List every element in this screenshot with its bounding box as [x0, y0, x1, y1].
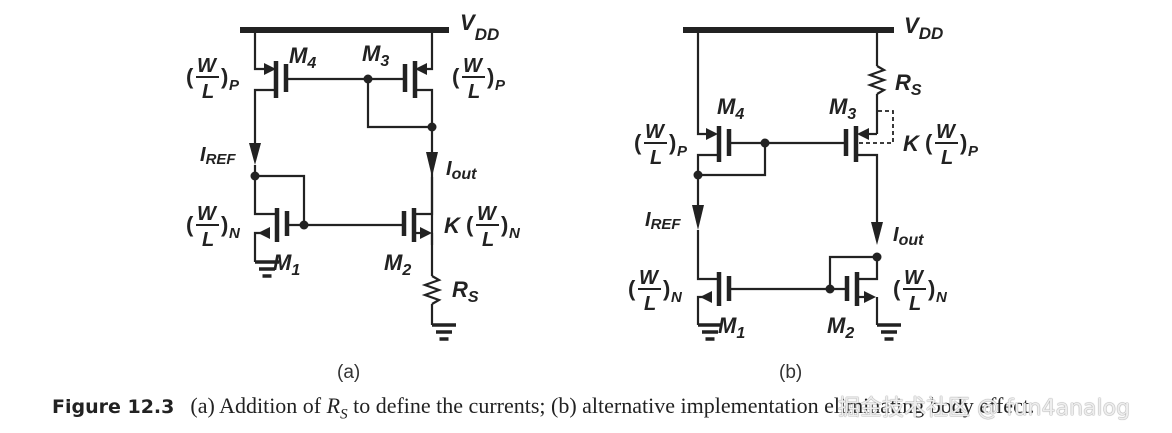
transistor-m3-a	[402, 30, 434, 245]
watermark: 掘金技术社区 @ fun4analog	[838, 396, 1131, 421]
svg-text:N: N	[509, 225, 521, 242]
svg-text:(: (	[466, 212, 474, 237]
source-arrow-icon	[264, 63, 276, 75]
source-arrow-icon	[700, 291, 712, 303]
wl-label-m1-a: ( W L ) N	[186, 203, 241, 251]
iref-label-a: IREF	[200, 144, 236, 168]
m2-label-a: M2	[384, 250, 411, 279]
caption-text-a: (a) Addition of	[190, 393, 327, 418]
svg-text:): )	[663, 276, 670, 301]
svg-text:W: W	[477, 203, 498, 225]
svg-text:L: L	[941, 147, 953, 169]
source-arrow-icon	[420, 227, 432, 239]
svg-text:P: P	[968, 143, 979, 160]
svg-text:): )	[487, 64, 494, 89]
rs-label-b: RS	[895, 70, 922, 99]
circuit-b: VDD RS M4 M3 (	[628, 13, 979, 383]
wl-label-m3-b: K ( W L ) P	[903, 121, 979, 169]
svg-text:P: P	[229, 77, 240, 94]
rs-label-a: RS	[452, 277, 479, 306]
iref-arrow-icon	[692, 205, 704, 230]
resistor-rs-b	[866, 65, 888, 95]
svg-text:N: N	[936, 289, 948, 306]
svg-text:L: L	[482, 229, 494, 251]
m4-label-b: M4	[717, 94, 744, 123]
iout-arrow-icon	[426, 152, 438, 177]
svg-text:K: K	[444, 213, 462, 238]
iref-label-b: IREF	[645, 209, 681, 233]
iout-arrow-icon	[871, 222, 883, 245]
wl-label-m4-b: ( W L ) P	[634, 121, 688, 169]
svg-text:): )	[960, 130, 967, 155]
wl-label-m2-a: K ( W L ) N	[444, 203, 521, 251]
figure-caption: Figure 12.3 (a) Addition of RS to define …	[52, 393, 1034, 423]
iout-label-b: Iout	[893, 224, 924, 249]
svg-text:): )	[501, 212, 508, 237]
svg-text:): )	[669, 130, 676, 155]
m4-label-a: M4	[289, 43, 316, 72]
svg-text:L: L	[468, 81, 480, 103]
caption-figure-number: Figure 12.3	[52, 396, 175, 418]
m3-label-b: M3	[829, 94, 856, 123]
transistor-m3-b	[843, 126, 879, 222]
panel-label-a: (a)	[337, 362, 360, 383]
wl-label-m3-a: ( W L ) P	[452, 55, 506, 103]
m1-label-b: M1	[718, 313, 745, 342]
svg-text:N: N	[229, 225, 241, 242]
svg-text:(: (	[452, 64, 460, 89]
circuit-a: VDD M4 M3 ( W L )	[186, 10, 521, 383]
resistor-rs-a	[421, 275, 443, 305]
source-arrow-icon	[415, 63, 427, 75]
svg-text:(: (	[925, 130, 933, 155]
body-connection-dashed	[858, 110, 894, 144]
m3-label-a: M3	[362, 41, 389, 70]
svg-text:(: (	[628, 276, 636, 301]
svg-text:N: N	[671, 289, 683, 306]
svg-text:P: P	[677, 143, 688, 160]
vdd-label-a: VDD	[460, 10, 499, 44]
source-arrow-icon	[706, 128, 718, 140]
transistor-m1-a	[253, 176, 290, 278]
svg-text:W: W	[645, 121, 666, 143]
svg-text:P: P	[495, 77, 506, 94]
svg-text:W: W	[197, 203, 218, 225]
svg-text:(: (	[634, 130, 642, 155]
svg-text:L: L	[650, 147, 662, 169]
wl-label-m1-b: ( W L ) N	[628, 267, 683, 315]
svg-text:L: L	[202, 229, 214, 251]
m2-label-b: M2	[827, 313, 854, 342]
svg-text:K: K	[903, 131, 921, 156]
svg-text:L: L	[202, 81, 214, 103]
svg-text:L: L	[644, 293, 656, 315]
source-arrow-icon	[857, 128, 869, 140]
svg-text:W: W	[639, 267, 660, 289]
panel-label-b: (b)	[779, 362, 802, 383]
svg-text:W: W	[463, 55, 484, 77]
svg-text:W: W	[904, 267, 925, 289]
svg-text:L: L	[909, 293, 921, 315]
caption-text-b: to define the currents; (b) alternative …	[347, 393, 1035, 418]
svg-text:(: (	[186, 64, 194, 89]
svg-text:(: (	[186, 212, 194, 237]
transistor-m2-a	[401, 177, 458, 341]
svg-text:W: W	[197, 55, 218, 77]
wl-label-m4-a: ( W L ) P	[186, 55, 240, 103]
svg-text:(: (	[893, 276, 901, 301]
source-arrow-icon	[864, 291, 876, 303]
m1-label-a: M1	[273, 250, 300, 279]
vdd-label-b: VDD	[904, 13, 943, 43]
iout-label-a: Iout	[446, 158, 477, 183]
svg-text:): )	[221, 64, 228, 89]
transistor-m2-b	[844, 257, 903, 341]
transistor-m4-a	[253, 30, 289, 145]
wl-label-m2-b: ( W L ) N	[893, 267, 948, 315]
svg-text:W: W	[936, 121, 957, 143]
svg-text:): )	[221, 212, 228, 237]
source-arrow-icon	[258, 227, 270, 239]
caption-rs: RS	[326, 393, 348, 423]
iref-arrow-icon	[249, 143, 261, 165]
svg-text:): )	[928, 276, 935, 301]
